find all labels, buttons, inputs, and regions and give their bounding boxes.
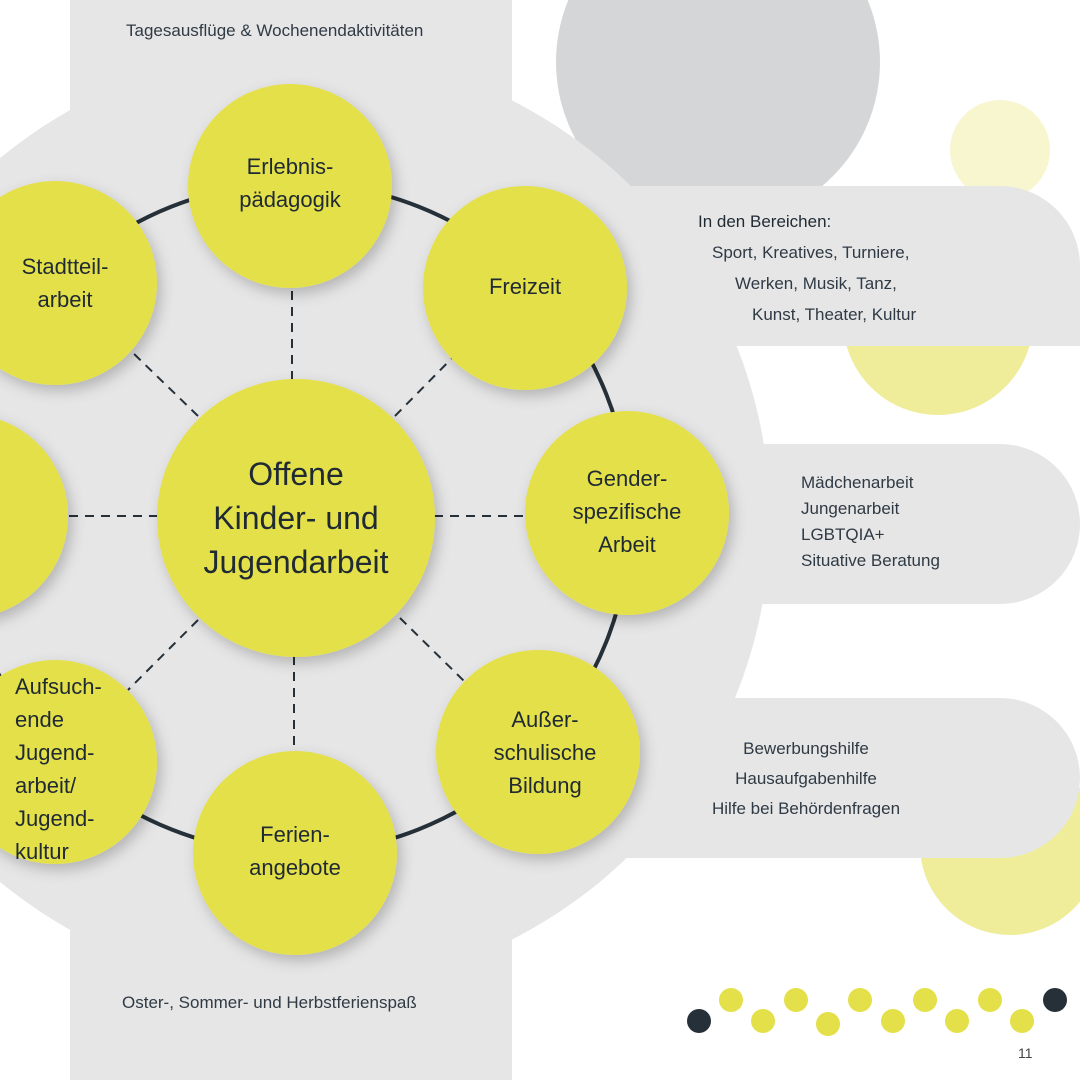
node-bildung-line-2: schulische <box>493 740 597 765</box>
info-panel-bildung <box>600 698 1080 858</box>
panel-gender-line-1: Mädchenarbeit <box>801 473 914 492</box>
node-ausserschulische-bildung: Außer- schulische Bildung <box>455 703 635 802</box>
panel-freizeit-line-1: Sport, Kreatives, Turniere, <box>712 243 910 262</box>
node-circle-ferien <box>193 751 397 955</box>
deco-gray-circle <box>556 0 880 224</box>
diagram-nodes <box>0 84 729 955</box>
header-caption: Tagesausflüge & Wochenendaktivitäten <box>126 21 424 40</box>
node-aufsuchende-line-3: Jugend- <box>15 740 95 765</box>
node-circle-erlebnis <box>188 84 392 288</box>
panel-freizeit-heading: In den Bereichen: <box>698 212 832 231</box>
center-line-3: Jugendarbeit <box>203 544 389 580</box>
node-erlebnis-line-1: Erlebnis- <box>246 154 334 179</box>
panel-gender-line-3: LGBTQIA+ <box>801 525 885 544</box>
node-circle-gender <box>525 411 729 615</box>
node-circle-center <box>157 379 435 657</box>
deco-light-yellow-circle <box>950 100 1050 200</box>
node-circle-aufsuchende <box>0 660 157 864</box>
node-aufsuchende-jugendarbeit: Aufsuch- ende Jugend- arbeit/ Jugend- ku… <box>15 670 155 868</box>
node-gender-line-2: spezifische <box>572 499 682 524</box>
center-line-1: Offene <box>248 456 344 492</box>
center-node-label: Offene Kinder- und Jugendarbeit <box>166 430 426 606</box>
panel-bildung-line-1: Bewerbungshilfe <box>743 739 869 758</box>
node-gender-line-3: Arbeit <box>598 532 656 557</box>
connector-bildung <box>399 617 466 683</box>
node-aufsuchende-line-6: kultur <box>15 839 69 864</box>
node-circle-left-cut <box>0 419 68 613</box>
panel-text-gender: Mädchenarbeit Jungenarbeit LGBTQIA+ Situ… <box>801 470 940 574</box>
node-erlebnispaedagogik: Erlebnis- pädagogik <box>200 150 380 216</box>
node-genderspezifische-arbeit: Gender- spezifische Arbeit <box>537 462 717 561</box>
panel-text-freizeit: In den Bereichen: Sport, Kreatives, Turn… <box>698 206 916 330</box>
node-bildung-line-1: Außer- <box>511 707 579 732</box>
panel-freizeit-line-3: Kunst, Theater, Kultur <box>752 305 917 324</box>
info-panel-freizeit <box>600 186 1080 346</box>
node-ferienangebote: Ferien- angebote <box>205 818 385 884</box>
node-stadtteil-line-2: arbeit <box>37 287 93 312</box>
panel-text-bildung: Bewerbungshilfe Hausaufgabenhilfe Hilfe … <box>690 734 922 824</box>
node-aufsuchende-line-2: ende <box>15 707 64 732</box>
node-ferien-line-2: angebote <box>249 855 341 880</box>
node-stadtteilarbeit: Stadtteil- arbeit <box>0 250 130 316</box>
center-line-2: Kinder- und <box>213 500 379 536</box>
connector-freizeit <box>394 349 461 417</box>
node-circle-freizeit <box>423 186 627 390</box>
node-erlebnis-line-2: pädagogik <box>239 187 341 212</box>
panel-gender-line-2: Jungenarbeit <box>801 499 900 518</box>
connector-aufsuchende <box>127 619 199 691</box>
panel-gender-line-4: Situative Beratung <box>801 551 940 570</box>
connector-stadtteil <box>129 349 199 417</box>
page-number: 11 <box>1018 1045 1033 1061</box>
node-freizeit: Freizeit <box>435 270 615 303</box>
footer-caption: Oster-, Sommer- und Herbstferienspaß <box>122 993 417 1012</box>
panel-freizeit-line-2: Werken, Musik, Tanz, <box>735 274 897 293</box>
node-aufsuchende-line-5: Jugend- <box>15 806 95 831</box>
node-freizeit-line-1: Freizeit <box>488 274 562 299</box>
node-aufsuchende-line-1: Aufsuch- <box>15 674 102 699</box>
decorative-dots <box>687 988 1067 1036</box>
node-ferien-line-1: Ferien- <box>260 822 330 847</box>
node-bildung-line-3: Bildung <box>508 773 582 798</box>
node-aufsuchende-line-4: arbeit/ <box>15 773 77 798</box>
node-stadtteil-line-1: Stadtteil- <box>21 254 109 279</box>
panel-bildung-line-3: Hilfe bei Behördenfragen <box>711 799 901 818</box>
panel-bildung-line-2: Hausaufgabenhilfe <box>735 769 877 788</box>
node-gender-line-1: Gender- <box>586 466 668 491</box>
node-circle-bildung <box>436 650 640 854</box>
node-circle-stadtteil <box>0 181 157 385</box>
